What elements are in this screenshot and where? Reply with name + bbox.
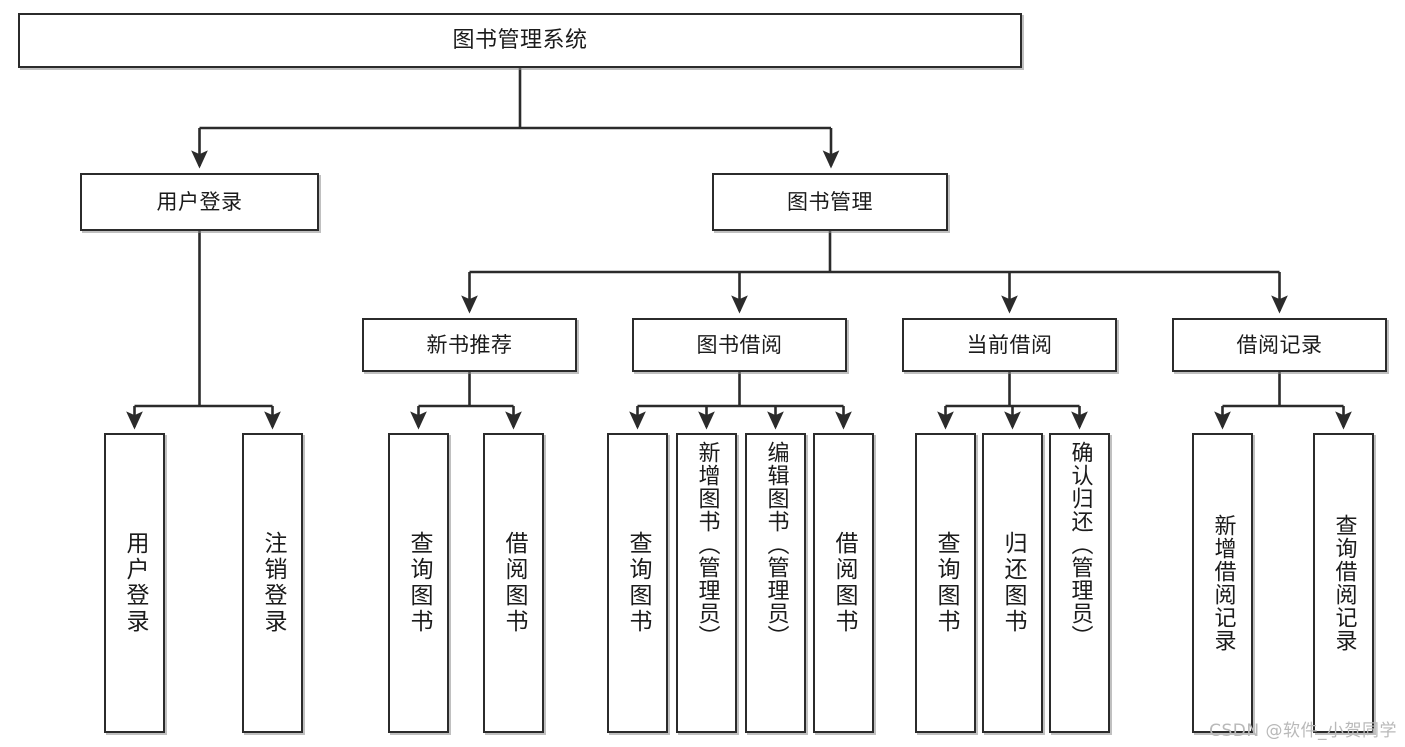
node-leaf-confirm-return[interactable]: 确认归还（管理员） [1049, 433, 1110, 733]
node-leaf-query-record-label: 查询借阅记录 [1331, 514, 1357, 652]
node-leaf-borrow-book-1[interactable]: 借阅图书 [483, 433, 544, 733]
node-borrow-record-label: 借阅记录 [1236, 332, 1323, 357]
node-user-login[interactable]: 用户登录 [80, 173, 319, 231]
node-leaf-query-record[interactable]: 查询借阅记录 [1313, 433, 1374, 733]
node-leaf-query-book-3[interactable]: 查询图书 [915, 433, 976, 733]
node-leaf-edit-book[interactable]: 编辑图书（管理员） [745, 433, 806, 733]
node-leaf-logout-label: 注销登录 [260, 531, 286, 635]
node-current-borrow[interactable]: 当前借阅 [902, 318, 1117, 372]
node-leaf-edit-book-label: 编辑图书（管理员） [763, 441, 789, 648]
node-leaf-logout[interactable]: 注销登录 [242, 433, 303, 733]
node-root[interactable]: 图书管理系统 [18, 13, 1022, 68]
node-leaf-return-book[interactable]: 归还图书 [982, 433, 1043, 733]
node-leaf-query-book-2-label: 查询图书 [625, 531, 651, 635]
node-book-manage[interactable]: 图书管理 [712, 173, 948, 231]
node-leaf-user-login-label: 用户登录 [122, 531, 148, 635]
node-current-borrow-label: 当前借阅 [966, 332, 1053, 357]
node-leaf-query-book-3-label: 查询图书 [933, 531, 959, 635]
node-leaf-confirm-return-label: 确认归还（管理员） [1067, 441, 1093, 648]
node-leaf-add-record-label: 新增借阅记录 [1210, 514, 1236, 652]
node-root-label: 图书管理系统 [452, 27, 588, 53]
node-book-borrow[interactable]: 图书借阅 [632, 318, 847, 372]
node-leaf-query-book-2[interactable]: 查询图书 [607, 433, 668, 733]
node-new-book-rec[interactable]: 新书推荐 [362, 318, 577, 372]
node-leaf-borrow-book-2[interactable]: 借阅图书 [813, 433, 874, 733]
node-leaf-add-book[interactable]: 新增图书（管理员） [676, 433, 737, 733]
node-borrow-record[interactable]: 借阅记录 [1172, 318, 1387, 372]
csdn-watermark: CSDN @软件_小贺同学 [1209, 721, 1397, 741]
node-leaf-query-book-1-label: 查询图书 [406, 531, 432, 635]
node-leaf-user-login[interactable]: 用户登录 [104, 433, 165, 733]
node-leaf-add-book-label: 新增图书（管理员） [694, 441, 720, 648]
node-leaf-add-record[interactable]: 新增借阅记录 [1192, 433, 1253, 733]
node-user-login-label: 用户登录 [156, 189, 243, 214]
node-leaf-return-book-label: 归还图书 [1000, 531, 1026, 635]
node-leaf-borrow-book-1-label: 借阅图书 [501, 531, 527, 635]
node-book-manage-label: 图书管理 [787, 189, 873, 214]
node-leaf-query-book-1[interactable]: 查询图书 [388, 433, 449, 733]
node-new-book-rec-label: 新书推荐 [426, 332, 513, 357]
node-leaf-borrow-book-2-label: 借阅图书 [831, 531, 857, 635]
node-book-borrow-label: 图书借阅 [696, 332, 783, 357]
